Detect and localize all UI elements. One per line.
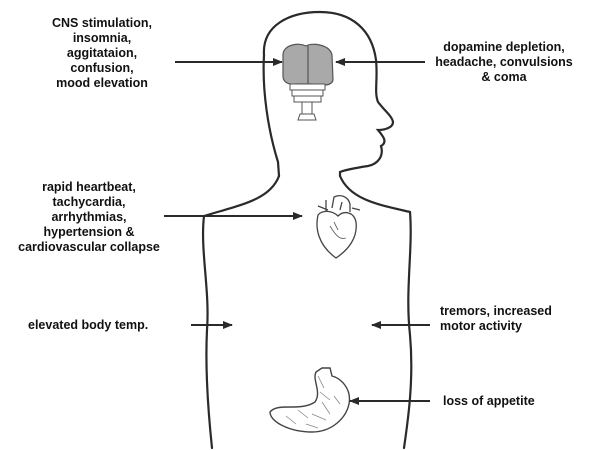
- label-line: headache, convulsions: [420, 55, 588, 70]
- label-line: CNS stimulation,: [38, 16, 166, 31]
- label-cns-effects: CNS stimulation, insomnia, aggitataion, …: [38, 16, 166, 91]
- body-outline: [264, 12, 393, 176]
- label-dopamine-effects: dopamine depletion, headache, convulsion…: [420, 40, 588, 85]
- label-line: cardiovascular collapse: [4, 240, 174, 255]
- label-temp-effect: elevated body temp.: [28, 318, 148, 333]
- label-heart-effects: rapid heartbeat, tachycardia, arrhythmia…: [4, 180, 174, 255]
- label-line: motor activity: [440, 319, 552, 334]
- label-line: tremors, increased: [440, 304, 552, 319]
- label-line: & coma: [420, 70, 588, 85]
- stomach-icon: [270, 368, 349, 432]
- label-line: elevated body temp.: [28, 318, 148, 333]
- label-tremors-effect: tremors, increased motor activity: [440, 304, 552, 334]
- label-line: rapid heartbeat,: [4, 180, 174, 195]
- label-appetite-effect: loss of appetite: [443, 394, 535, 409]
- label-line: mood elevation: [38, 76, 166, 91]
- label-line: insomnia,: [38, 31, 166, 46]
- label-line: hypertension &: [4, 225, 174, 240]
- label-line: arrhythmias,: [4, 210, 174, 225]
- neck-left: [264, 55, 279, 176]
- label-line: loss of appetite: [443, 394, 535, 409]
- label-line: dopamine depletion,: [420, 40, 588, 55]
- label-line: confusion,: [38, 61, 166, 76]
- label-line: aggitataion,: [38, 46, 166, 61]
- heart-icon: [317, 196, 360, 258]
- brain-icon: [283, 44, 333, 120]
- label-line: tachycardia,: [4, 195, 174, 210]
